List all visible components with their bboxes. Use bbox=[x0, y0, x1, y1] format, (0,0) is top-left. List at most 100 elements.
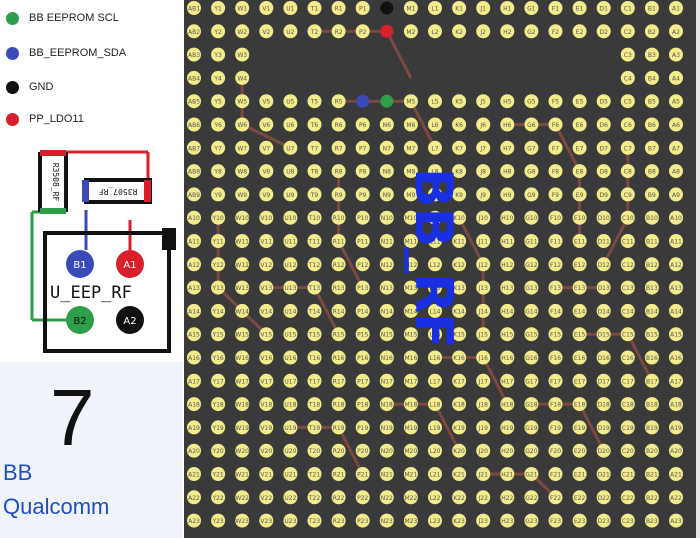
bga-ball bbox=[452, 280, 467, 295]
bga-ball-label: F5 bbox=[552, 99, 559, 106]
bga-ball-label: K6 bbox=[455, 122, 463, 129]
bga-ball-label: M1 bbox=[406, 6, 415, 13]
bga-ball-label: C14 bbox=[622, 308, 634, 315]
bga-ball bbox=[548, 303, 563, 318]
bga-ball-label: B8 bbox=[648, 169, 656, 176]
r3508-label: R3508_RF bbox=[51, 163, 60, 202]
bga-ball-label: J5 bbox=[479, 99, 486, 106]
legend-item-scl: BB EEPROM SCL bbox=[6, 9, 119, 27]
bga-ball bbox=[235, 164, 250, 179]
bga-ball bbox=[211, 490, 226, 505]
bga-ball-label: A8 bbox=[672, 169, 680, 176]
bga-ball bbox=[572, 140, 587, 155]
bga-ball-label: K16 bbox=[453, 355, 465, 362]
bga-ball bbox=[403, 257, 418, 272]
bga-ball bbox=[548, 140, 563, 155]
bga-ball bbox=[283, 373, 298, 388]
bga-ball-label: A16 bbox=[188, 355, 200, 362]
bga-ball-label: U15 bbox=[284, 332, 296, 339]
bga-ball bbox=[572, 234, 587, 248]
bga-ball bbox=[452, 94, 467, 109]
bga-ball-label: P17 bbox=[357, 378, 368, 385]
bga-ball-label: B12 bbox=[646, 262, 658, 269]
bga-ball bbox=[644, 94, 659, 109]
bga-ball bbox=[476, 467, 491, 481]
bga-ball-label: K19 bbox=[453, 425, 465, 432]
bga-ball bbox=[524, 420, 539, 435]
bga-ball bbox=[235, 443, 250, 458]
bga-ball-label: J15 bbox=[477, 332, 488, 339]
bga-ball bbox=[524, 490, 539, 505]
bga-ball bbox=[596, 280, 611, 295]
bga-ball bbox=[644, 467, 659, 481]
bga-ball-label: R14 bbox=[333, 308, 345, 315]
bga-ball bbox=[476, 490, 491, 505]
bga-ball bbox=[403, 443, 418, 458]
bga-ball-label: U22 bbox=[284, 495, 296, 502]
legend-item-sda: BB_EEPROM_SDA bbox=[6, 44, 126, 62]
bga-ball bbox=[572, 303, 587, 318]
bga-ball bbox=[476, 373, 491, 388]
bga-ball-label: U12 bbox=[284, 262, 296, 269]
bga-ball-label: N8 bbox=[383, 169, 391, 176]
bga-ball bbox=[548, 467, 563, 481]
bga-ball-label: V11 bbox=[260, 239, 272, 246]
bga-ball-label: L14 bbox=[430, 308, 441, 315]
bga-ball bbox=[211, 467, 226, 481]
bga-ball-label: J13 bbox=[477, 285, 488, 292]
bga-ball-label: G13 bbox=[525, 285, 537, 292]
bga-ball bbox=[379, 303, 394, 318]
bga-ball-label: D23 bbox=[598, 518, 610, 525]
bga-ball bbox=[572, 490, 587, 505]
bga-ball bbox=[500, 210, 515, 225]
bga-ball bbox=[259, 234, 274, 248]
bga-ball bbox=[620, 140, 635, 155]
bga-ball bbox=[187, 303, 201, 318]
bga-ball bbox=[235, 280, 250, 295]
bga-ball bbox=[476, 443, 491, 458]
bga-ball bbox=[211, 350, 226, 365]
bga-ball-label: V14 bbox=[260, 308, 272, 315]
bga-ball-label: R16 bbox=[333, 355, 345, 362]
bga-ball bbox=[620, 513, 635, 528]
bga-ball-label: A20 bbox=[188, 448, 200, 455]
bga-ball-label: E8 bbox=[576, 169, 584, 176]
bga-ball-label: L15 bbox=[430, 332, 441, 339]
r3507-label: R3507_RF bbox=[99, 187, 138, 196]
bga-ball bbox=[379, 443, 394, 458]
bga-ball-label: V15 bbox=[260, 332, 272, 339]
bga-ball-label: M21 bbox=[404, 472, 417, 479]
bga-ball bbox=[187, 397, 201, 412]
bga-ball-label: R7 bbox=[335, 145, 343, 152]
bga-ball-label: U20 bbox=[284, 448, 296, 455]
pad-a2-label: A2 bbox=[123, 316, 136, 327]
bga-ball bbox=[596, 397, 611, 412]
bga-ball bbox=[644, 210, 659, 225]
bga-ball bbox=[379, 490, 394, 505]
bga-ball bbox=[355, 397, 370, 412]
bga-ball bbox=[403, 210, 418, 225]
bga-ball bbox=[259, 327, 274, 342]
bga-ball bbox=[669, 513, 683, 528]
bga-ball-label: C6 bbox=[624, 122, 632, 129]
bga-ball bbox=[355, 1, 370, 15]
bga-ball-label: J18 bbox=[477, 402, 488, 409]
bga-ball bbox=[211, 187, 226, 202]
bga-ball-label: J2 bbox=[479, 29, 486, 36]
bga-ball-label: K23 bbox=[453, 518, 465, 525]
bga-ball bbox=[211, 234, 226, 248]
bga-ball bbox=[259, 373, 274, 388]
bga-ball-label: N21 bbox=[381, 472, 393, 479]
bga-ball bbox=[235, 420, 250, 435]
bga-ball bbox=[331, 513, 346, 528]
bga-ball-label: E19 bbox=[574, 425, 586, 432]
bga-ball-label: J21 bbox=[477, 472, 488, 479]
bga-ball bbox=[620, 443, 635, 458]
bga-ball bbox=[524, 210, 539, 225]
bga-ball-label: J19 bbox=[477, 425, 488, 432]
bga-ball bbox=[283, 467, 298, 481]
bga-ball bbox=[331, 24, 346, 39]
bga-ball-label: J22 bbox=[477, 495, 488, 502]
bga-ball bbox=[428, 234, 442, 248]
bga-ball bbox=[379, 467, 394, 481]
